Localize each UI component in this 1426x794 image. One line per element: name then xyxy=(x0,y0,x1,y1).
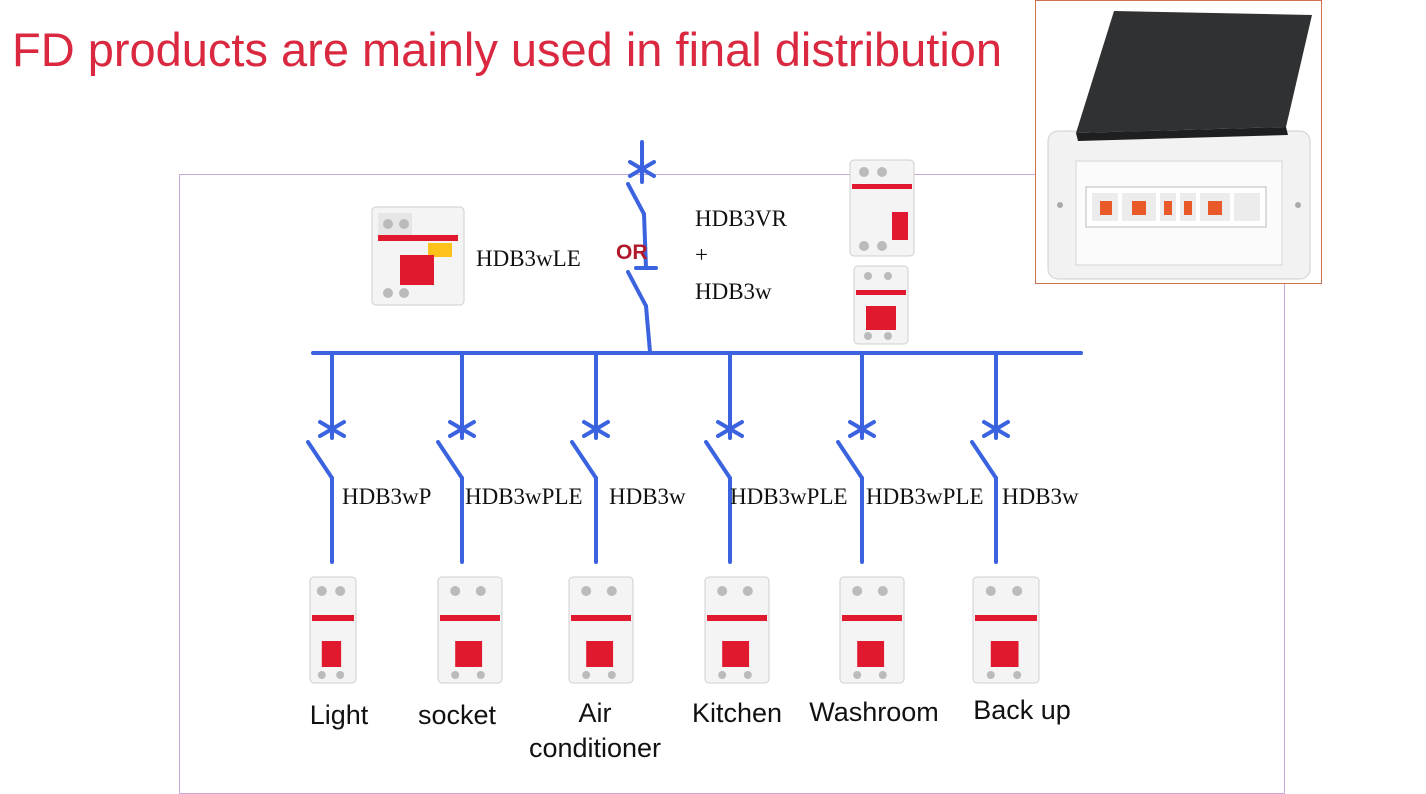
branch-model-label: HDB3wPLE xyxy=(465,484,583,509)
branch-model-label: HDB3w xyxy=(609,484,686,509)
branch-breaker-cross xyxy=(582,420,610,438)
load-label-kitchen: Kitchen xyxy=(691,698,783,728)
branch-breaker-cross xyxy=(982,420,1010,438)
load-label-washroom: Washroom xyxy=(809,697,939,727)
branch-switch-blade xyxy=(436,440,464,480)
branch-breaker-cross xyxy=(318,420,346,438)
branch-switch-blade xyxy=(836,440,864,480)
incomer-option-b-line1: HDB3VR xyxy=(695,206,788,231)
distribution-box-photo xyxy=(1035,0,1322,284)
branch-switch-blade xyxy=(970,440,998,480)
incomer-switch-blade-lower xyxy=(626,270,648,308)
load-label-light: Light xyxy=(309,700,369,730)
branch-breaker-image xyxy=(704,576,770,684)
incomer-switch-blade-upper xyxy=(626,182,646,216)
branch-switch-blade xyxy=(704,440,732,480)
breaker-image-hdb3w-incomer xyxy=(853,265,909,345)
branch-circuits xyxy=(306,351,1010,564)
branch-model-label: HDB3wPLE xyxy=(866,484,984,509)
incomer-wire-mid xyxy=(642,212,648,270)
incomer-option-b-plus: + xyxy=(695,242,708,267)
branch-switch-blade xyxy=(570,440,598,480)
or-label: OR xyxy=(616,241,648,264)
branch-model-label: HDB3w xyxy=(1002,484,1079,509)
breaker-image-hdb3vr xyxy=(849,159,915,257)
page-title: FD products are mainly used in final dis… xyxy=(12,23,1003,76)
single-line-diagram xyxy=(306,140,1083,564)
load-label-air-line2: conditioner xyxy=(528,733,662,763)
branch-breaker-image xyxy=(972,576,1040,684)
branch-breaker-cross xyxy=(716,420,744,438)
load-label-air: Air xyxy=(578,698,612,728)
load-label-backup: Back up xyxy=(973,695,1071,725)
incomer-option-a-label: HDB3wLE xyxy=(476,246,581,271)
branch-breaker-image xyxy=(568,576,634,684)
branch-breaker-image xyxy=(309,576,357,684)
incomer-option-b-line2: HDB3w xyxy=(695,279,772,304)
branch-breaker-cross xyxy=(848,420,876,438)
incomer-breaker-cross-b xyxy=(628,160,656,178)
breaker-image-hdb3wle xyxy=(371,206,465,306)
branch-breaker-cross xyxy=(448,420,476,438)
branch-model-label: HDB3wPLE xyxy=(730,484,848,509)
branch-model-label: HDB3wP xyxy=(342,484,432,509)
branch-breaker-image xyxy=(437,576,503,684)
incomer-wire-bottom xyxy=(644,304,652,354)
load-label-socket: socket xyxy=(417,700,497,730)
branch-breaker-image xyxy=(839,576,905,684)
branch-switch-blade xyxy=(306,440,334,480)
